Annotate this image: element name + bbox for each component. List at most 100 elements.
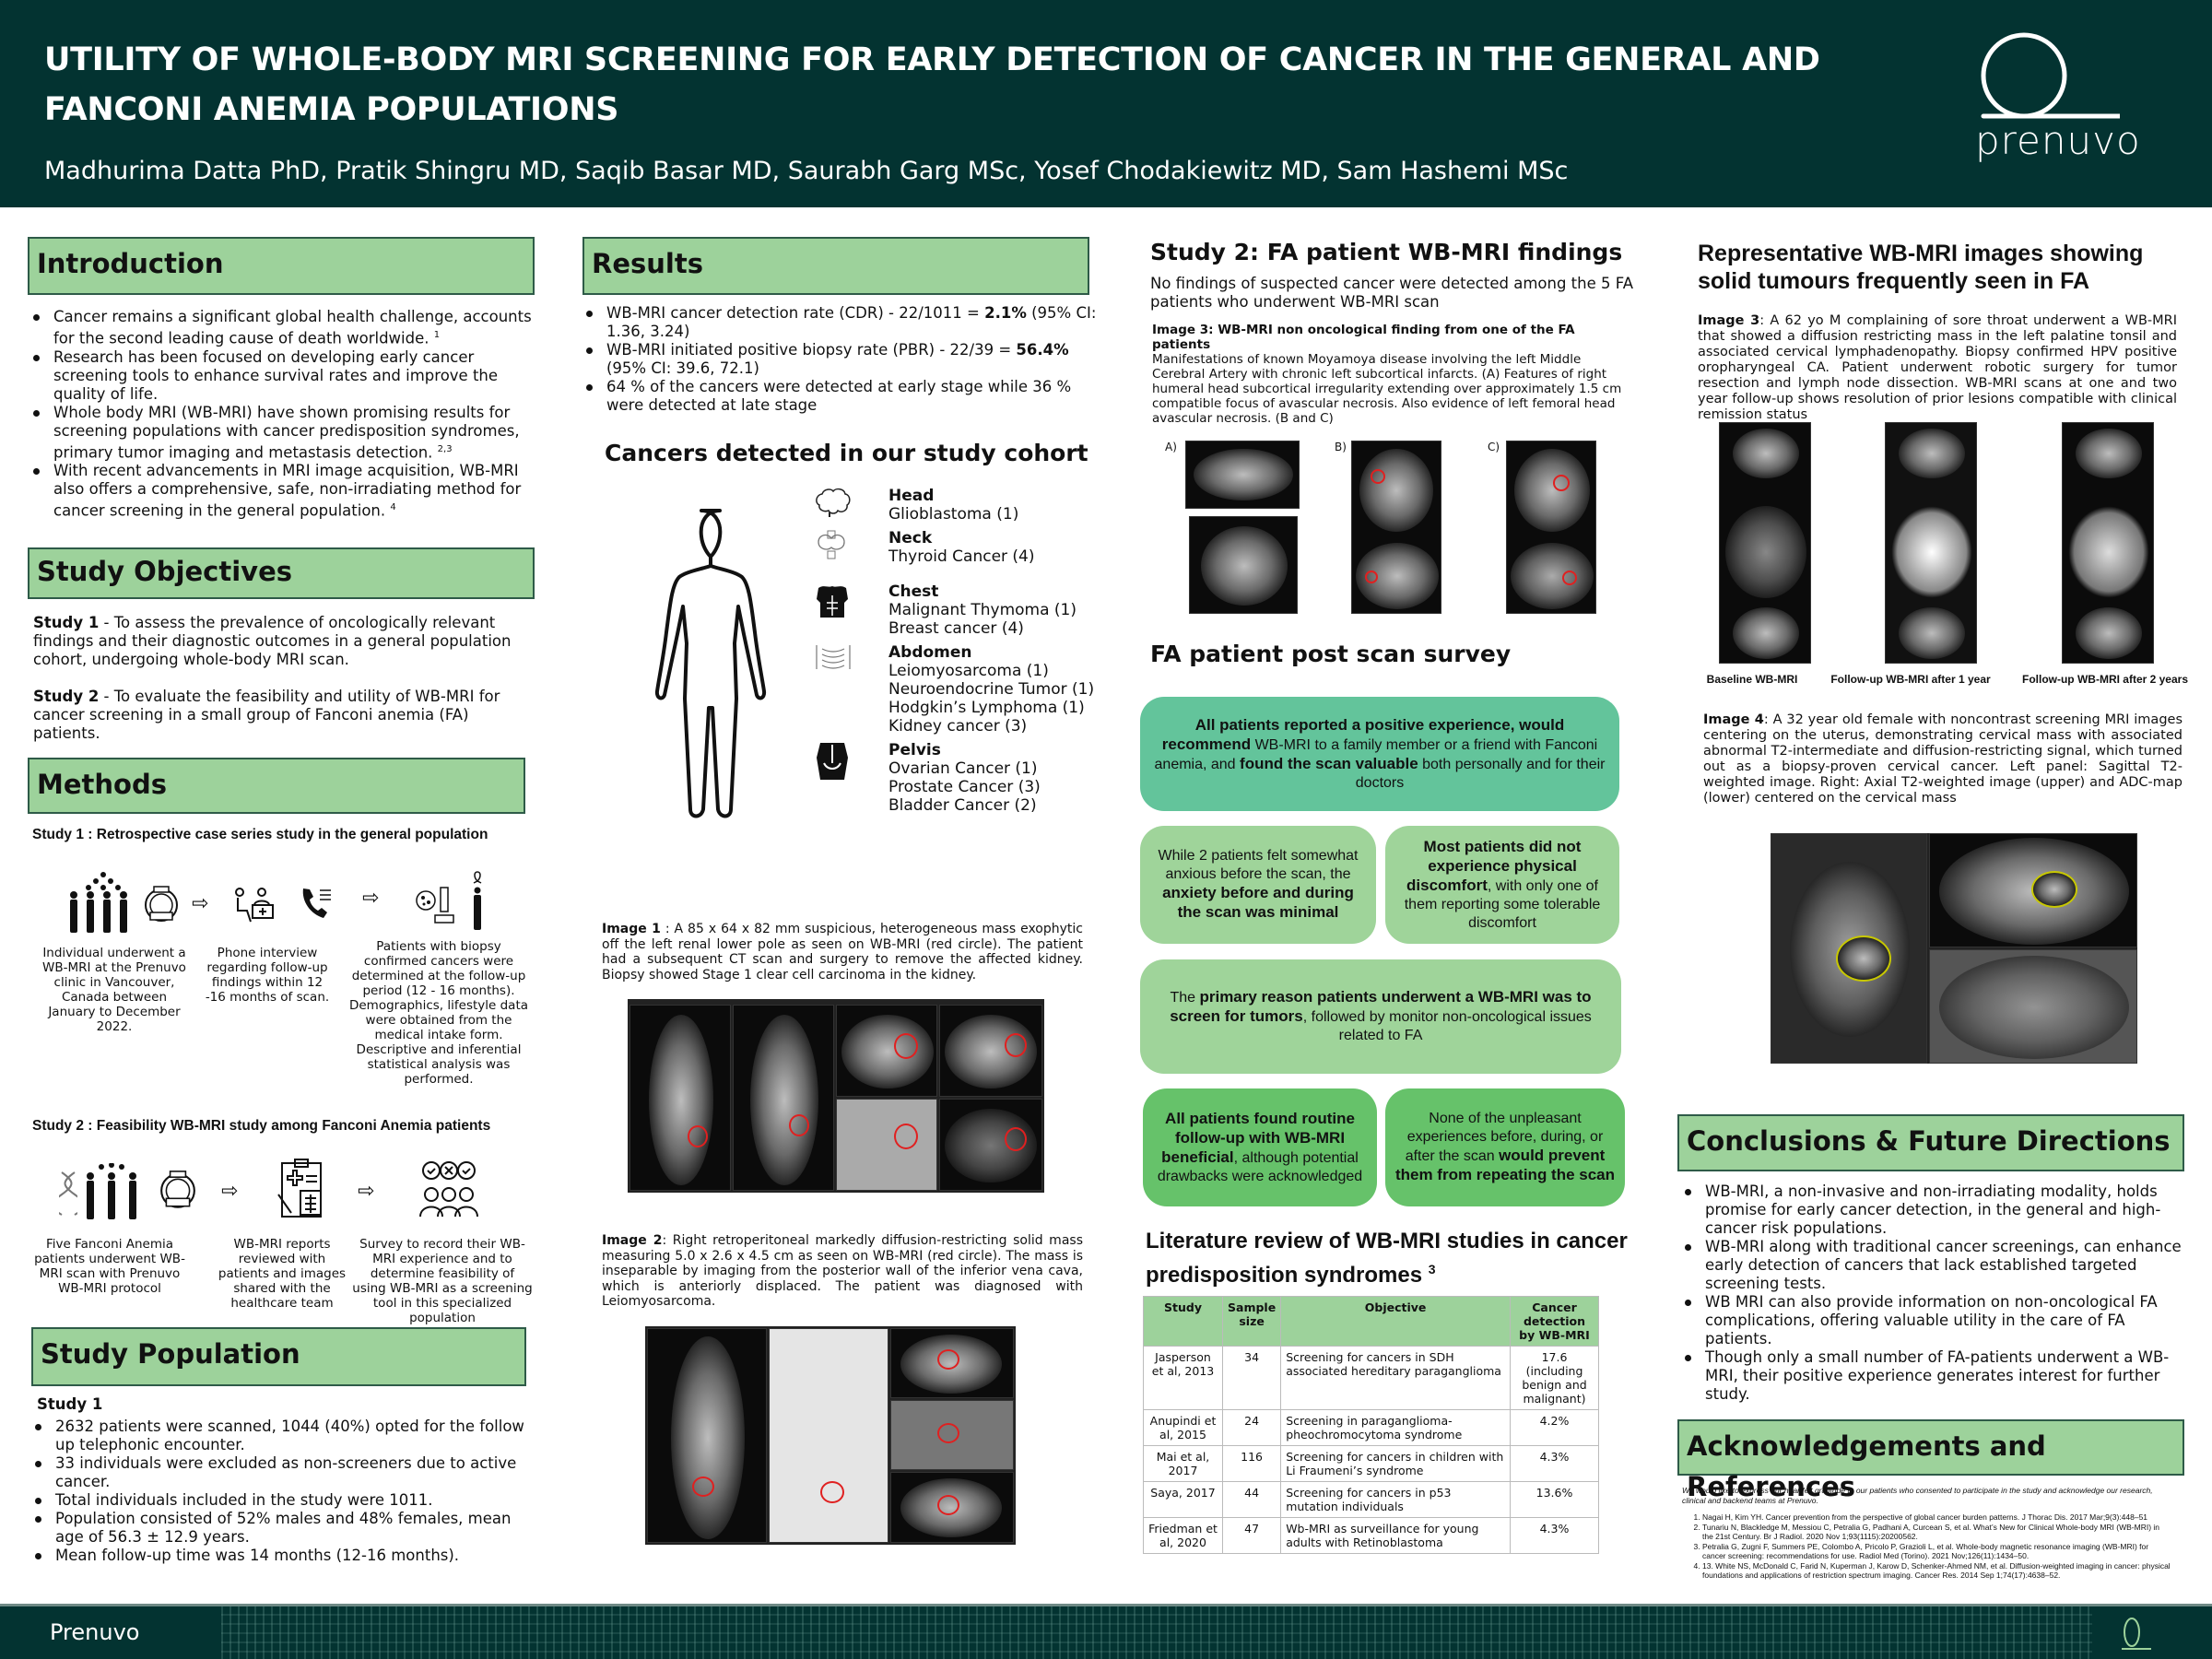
- list-item: Whole body MRI (WB-MRI) have shown promi…: [28, 404, 544, 463]
- arrow-right-icon: ⇨: [358, 1180, 375, 1203]
- mri-image: [890, 1328, 1014, 1398]
- list-item: 2632 patients were scanned, 1044 (40%) o…: [29, 1418, 535, 1454]
- image2-label: Image 2: [602, 1233, 663, 1248]
- survey-box: All patients found routine follow-up wit…: [1143, 1088, 1377, 1206]
- image4-mri-panel: [1771, 833, 2137, 1064]
- table-header: Objective: [1280, 1296, 1511, 1347]
- region-name: Abdomen: [888, 643, 972, 662]
- poster-title: UTILITY OF WHOLE-BODY MRI SCREENING FOR …: [44, 35, 1820, 135]
- mri-scanner-icon: [145, 886, 178, 922]
- survey-box: All patients reported a positive experie…: [1140, 697, 1619, 811]
- section-header-acknowledgements: Acknowledgements and References: [1677, 1419, 2184, 1502]
- list-item: Research has been focused on developing …: [28, 348, 544, 404]
- mri-image: [769, 1328, 888, 1543]
- table-header: Sample size: [1221, 1296, 1282, 1347]
- table-cell: 4.2%: [1510, 1409, 1599, 1446]
- survey-bold: Most patients did not experience physica…: [1406, 837, 1582, 894]
- section-header-results: Results: [582, 237, 1089, 295]
- prenuvo-logo-icon: [1981, 32, 2120, 119]
- list-item: 33 individuals were excluded as non-scre…: [29, 1454, 535, 1491]
- list-item: With recent advancements in MRI image ac…: [28, 462, 544, 521]
- pelvis-icon: [815, 741, 855, 815]
- objective-label: Study 2: [33, 688, 100, 705]
- citation: 1: [433, 330, 441, 340]
- mri-image: [1929, 949, 2137, 1064]
- dna-icon: [59, 1171, 77, 1216]
- mri-image: [890, 1400, 1014, 1470]
- study2-step-caption: Survey to record their WB-MRI experience…: [352, 1237, 533, 1325]
- table-cell: Screening for cancers in p53 mutation in…: [1280, 1481, 1511, 1518]
- panel-label-1-year: Follow-up WB-MRI after 1 year: [1830, 673, 1991, 686]
- panel-label-a: A): [1165, 441, 1177, 453]
- survey-group-icon: [419, 1161, 478, 1218]
- patient-ribbon-icon: [473, 871, 482, 930]
- table-cell: Screening for cancers in SDH associated …: [1280, 1346, 1511, 1410]
- bullet-text: WB-MRI cancer detection rate (CDR) - 22/…: [606, 304, 985, 322]
- survey-bold: would prevent them from repeating the sc…: [1394, 1147, 1616, 1183]
- mri-image: [836, 1099, 937, 1191]
- table-cell: 34: [1221, 1346, 1282, 1410]
- list-item: WB-MRI, a non-invasive and non-irradiati…: [1679, 1182, 2184, 1238]
- cancer-type: Bladder Cancer (2): [888, 796, 1037, 815]
- survey-bold: All patients found routine follow-up wit…: [1161, 1109, 1355, 1166]
- introduction-list: Cancer remains a significant global heal…: [28, 308, 544, 521]
- image1-caption: Image 1 : A 85 x 64 x 82 mm suspicious, …: [602, 922, 1083, 982]
- bullet-text: 64 % of the cancers were detected at ear…: [606, 378, 1072, 414]
- section-header-study-population: Study Population: [31, 1327, 526, 1386]
- acknowledgement-text: We would like to express our heartfelt g…: [1682, 1486, 2153, 1505]
- table-cell: 47: [1221, 1517, 1282, 1554]
- image3-caption-text: : A 62 yo M complaining of sore throat u…: [1698, 313, 2177, 422]
- table-cell: Screening for cancers in children with L…: [1280, 1445, 1511, 1482]
- population-subheading: Study 1: [37, 1395, 103, 1413]
- survey-text: , with only one of them reporting some t…: [1404, 877, 1601, 931]
- survey-text: While 2 patients felt somewhat anxious b…: [1158, 848, 1359, 882]
- reference-list: Nagai H, Kim YH. Cancer prevention from …: [1682, 1512, 2171, 1581]
- mri-image: [1506, 441, 1596, 614]
- cancer-type: Thyroid Cancer (4): [888, 547, 1035, 566]
- mri-image: [939, 1099, 1042, 1191]
- citation: 2,3: [437, 443, 453, 454]
- survey-box: None of the unpleasant experiences befor…: [1385, 1088, 1625, 1206]
- table-cell: Friedman et al, 2020: [1143, 1517, 1223, 1554]
- mri-image: [1885, 422, 1977, 664]
- conclusions-list: WB-MRI, a non-invasive and non-irradiati…: [1679, 1182, 2184, 1404]
- bullet-text: Research has been focused on developing …: [53, 347, 499, 403]
- table-cell: 116: [1221, 1445, 1282, 1482]
- table-cell: Jasperson et al, 2013: [1143, 1346, 1223, 1410]
- list-item: Total individuals included in the study …: [29, 1491, 535, 1510]
- bullet-text: WB-MRI initiated positive biopsy rate (P…: [606, 341, 1017, 359]
- table-cell: Anupindi et al, 2015: [1143, 1409, 1223, 1446]
- poster-footer: Prenuvo: [0, 1604, 2212, 1659]
- region-name: Neck: [888, 529, 933, 547]
- chest-icon: [815, 582, 855, 638]
- study2-step-caption: WB-MRI reports reviewed with patients an…: [218, 1237, 347, 1311]
- cancer-type: Neuroendocrine Tumor (1): [888, 680, 1095, 699]
- objectives-text: Study 1 - To assess the prevalence of on…: [33, 614, 535, 743]
- literature-citation: 3: [1428, 1262, 1436, 1277]
- survey-text: The: [1170, 990, 1200, 1006]
- acknowledgements-block: We would like to express our heartfelt g…: [1682, 1486, 2171, 1581]
- title-line: FANCONI ANEMIA POPULATIONS: [44, 91, 619, 128]
- table-cell: 24: [1221, 1409, 1282, 1446]
- section-header-conclusions: Conclusions & Future Directions: [1677, 1114, 2184, 1171]
- title-line: UTILITY OF WHOLE-BODY MRI SCREENING FOR …: [44, 41, 1820, 78]
- abdomen-icon: [815, 643, 855, 735]
- cancer-type: Ovarian Cancer (1): [888, 759, 1038, 778]
- section-header-introduction: Introduction: [28, 237, 535, 295]
- survey-heading: FA patient post scan survey: [1150, 641, 1512, 667]
- arrow-right-icon: ⇨: [221, 1180, 239, 1203]
- mri-image: [1189, 516, 1298, 614]
- thyroid-icon: [815, 529, 855, 566]
- cancer-type: Malignant Thymoma (1): [888, 601, 1077, 619]
- study2-image3-caption: Image 3: WB-MRI non oncological finding …: [1152, 323, 1636, 426]
- image4-caption-text: : A 32 year old female with noncontrast …: [1703, 712, 2183, 806]
- panel-label-baseline: Baseline WB-MRI: [1706, 673, 1798, 686]
- representative-image4-caption: Image 4: A 32 year old female with nonco…: [1703, 712, 2183, 806]
